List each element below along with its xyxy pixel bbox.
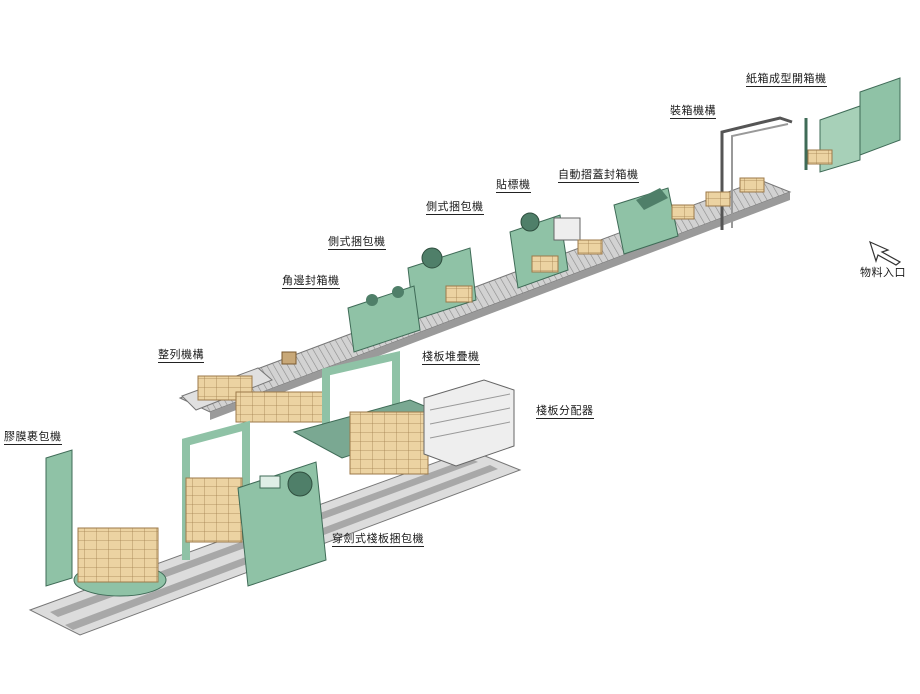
- label-aligner: 整列機構: [158, 348, 204, 363]
- auto-case-sealer-machine: [613, 187, 695, 255]
- label-side-strapper-left: 側式捆包機: [328, 235, 386, 250]
- pallet-strapper-machine: [182, 420, 327, 587]
- pallet-stacker-machine: [292, 350, 460, 475]
- label-pallet-strapper: 穿劍式棧板捆包機: [332, 532, 424, 547]
- label-labeler: 貼標機: [496, 178, 531, 193]
- labeler-machine: [509, 212, 603, 289]
- inlet-arrow: [869, 240, 902, 266]
- label-corner-sealer: 角邊封箱機: [282, 274, 340, 289]
- aligner-station: [181, 351, 325, 423]
- side-strapper-machine: [407, 247, 477, 321]
- label-side-strapper-right: 側式捆包機: [426, 200, 484, 215]
- label-auto-case-sealer: 自動摺蓋封箱機: [558, 168, 639, 183]
- pallet-dispenser-machine: [423, 379, 515, 467]
- corner-sealer-machine: [347, 285, 421, 353]
- label-carton-erector: 紙箱成型開箱機: [746, 72, 827, 87]
- label-stretch-wrapper: 膠膜裹包機: [4, 430, 62, 445]
- carton-erector-machine: [804, 77, 901, 173]
- case-packer-frame: [705, 116, 793, 230]
- label-material-inlet: 物料入口: [860, 266, 906, 279]
- label-pallet-dispenser: 棧板分配器: [536, 404, 594, 419]
- stretch-wrapper-machine: [45, 449, 167, 597]
- label-pallet-stacker: 棧板堆疊機: [422, 350, 480, 365]
- label-case-packer: 裝箱機構: [670, 104, 716, 119]
